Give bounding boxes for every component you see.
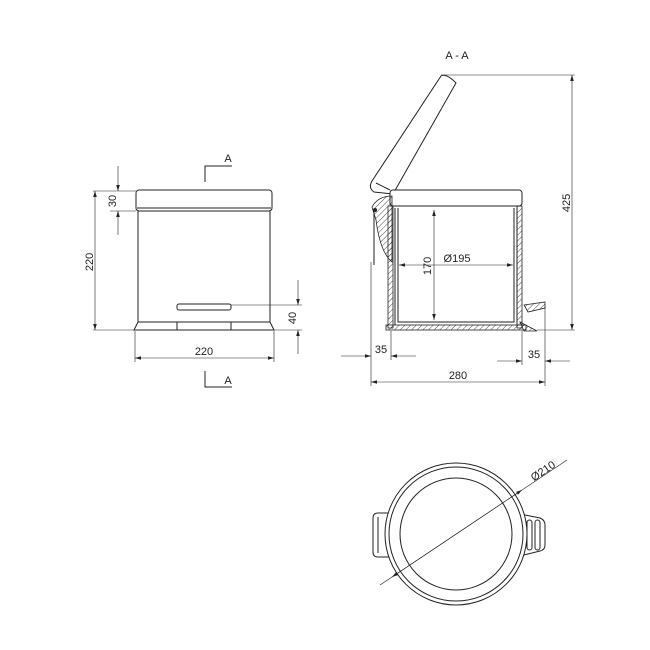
lid-height-dim: 30 (107, 195, 119, 207)
left-offset-dim: 35 (375, 344, 387, 356)
section-view: A - A 425 170 Ø195 35 (341, 50, 575, 386)
right-offset-dim: 35 (528, 349, 540, 361)
inner-depth-dim: 170 (422, 257, 434, 275)
foot (176, 321, 232, 331)
bottom (385, 324, 527, 331)
front-width-dim: 220 (195, 346, 213, 358)
pedal (176, 303, 232, 311)
top-diameter-dim: Ø210 (529, 459, 558, 484)
section-pedal (523, 301, 546, 313)
top-view: Ø210 (372, 459, 568, 606)
inner-diameter-dim: Ø195 (444, 253, 471, 265)
left-wall (387, 205, 394, 329)
right-wall (516, 205, 523, 329)
front-height-dim: 220 (84, 253, 96, 271)
front-view: 220 30 40 220 A A (84, 153, 302, 388)
section-marker-bottom: A (224, 375, 232, 387)
section-title: A - A (445, 50, 469, 62)
total-depth-dim: 280 (449, 370, 467, 382)
pedal-height-dim: 40 (287, 312, 299, 324)
section-marker-top: A (224, 153, 232, 165)
section-lid (389, 189, 523, 207)
open-lid (369, 74, 457, 195)
total-height-dim: 425 (561, 194, 573, 212)
liner (397, 208, 515, 323)
inner-opening (399, 477, 513, 591)
